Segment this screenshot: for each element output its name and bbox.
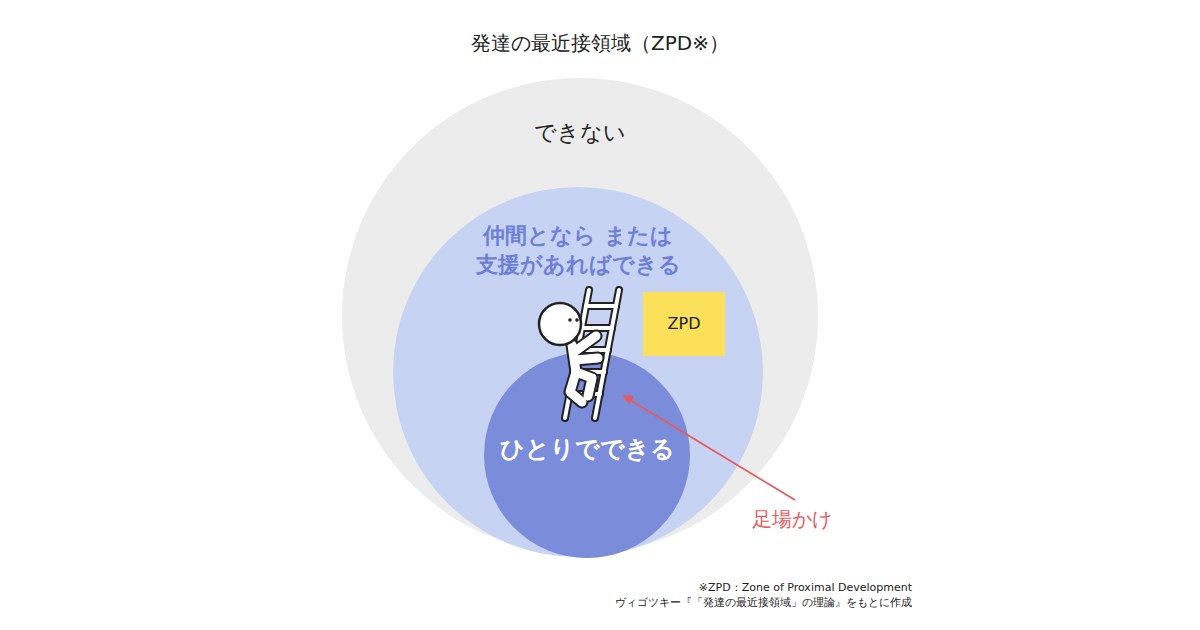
zpd-box: ZPD <box>643 292 725 356</box>
title-holder: 発達の最近接領域（ZPD※） <box>0 30 1200 57</box>
label-holder: 足場かけ <box>752 506 872 533</box>
footnote: ※ZPD：Zone of Proximal Development <box>699 580 912 595</box>
label-holder: ※ZPD：Zone of Proximal Development <box>560 576 912 595</box>
node-text: ZPD <box>668 314 701 335</box>
text-holder: ひとりでできる <box>487 434 687 465</box>
scaffolding-label: 足場かけ <box>752 506 832 533</box>
node-text: できない <box>534 119 626 148</box>
source-note: ヴィゴツキー『「発達の最近接領域」の理論』をもとに作成 <box>615 595 912 610</box>
node-text: 仲間となら または 支援があればできる <box>448 222 708 279</box>
text-holder: できない <box>430 119 730 148</box>
node-text: ひとりでできる <box>500 434 675 465</box>
diagram-title: 発達の最近接領域（ZPD※） <box>471 30 729 57</box>
text-holder: 仲間となら または 支援があればできる <box>448 222 708 279</box>
text-holder: ZPD <box>643 314 725 335</box>
